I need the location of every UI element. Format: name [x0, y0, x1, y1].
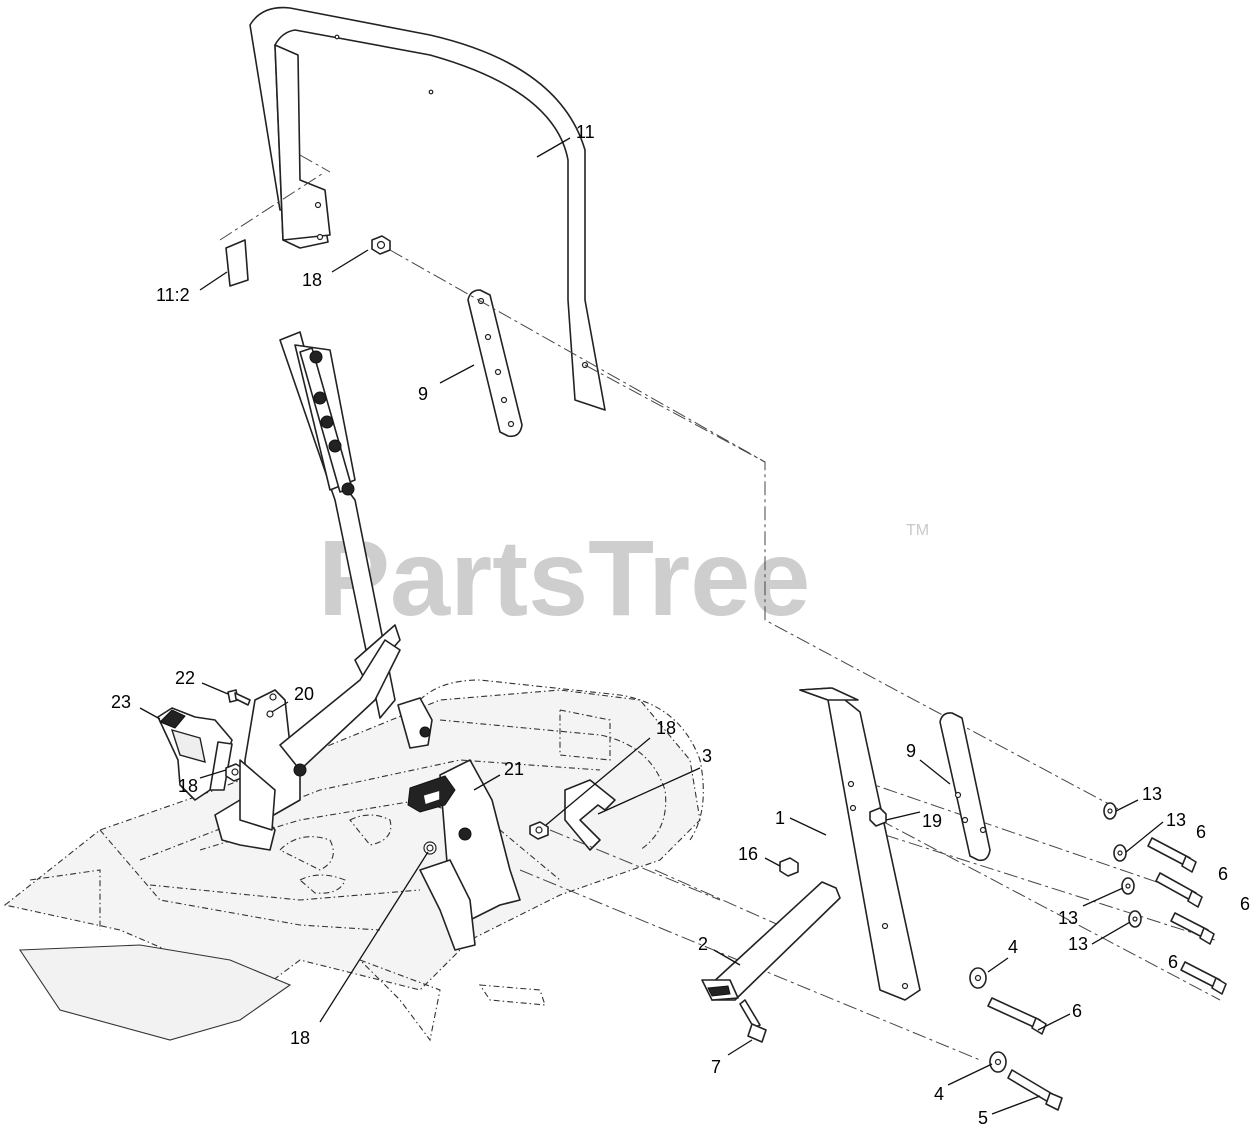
- callout-6-e: 6: [1072, 1001, 1082, 1021]
- callout-6-d: 6: [1168, 952, 1178, 972]
- callout-6-a: 6: [1196, 822, 1206, 842]
- watermark-tm: TM: [906, 522, 929, 539]
- callout-20: 20: [294, 684, 314, 704]
- callout-9-left: 9: [418, 384, 428, 404]
- nut-part-18-mid: [529, 821, 549, 840]
- bolt-stack: [309, 350, 355, 496]
- plate-part-9-right: [939, 712, 991, 862]
- callout-4-b: 4: [934, 1084, 944, 1104]
- callout-6-b: 6: [1218, 864, 1228, 884]
- callout-18-top: 18: [302, 270, 322, 290]
- centerlines: [389, 249, 1221, 1061]
- bracket-part-3: [564, 779, 616, 851]
- callout-3: 3: [702, 746, 712, 766]
- nut-part-18-top: [371, 235, 391, 255]
- bolt-part-7: [739, 999, 767, 1043]
- watermark-brand: PartsTree: [318, 517, 810, 638]
- callout-1: 1: [775, 808, 785, 828]
- callout-13-a: 13: [1142, 784, 1162, 804]
- callout-18-mid: 18: [656, 718, 676, 738]
- callout-13-b: 13: [1166, 810, 1186, 830]
- callout-11: 11: [576, 122, 595, 142]
- callout-2: 2: [698, 934, 708, 954]
- rops-hoop-part-11: [249, 6, 606, 411]
- callouts: 11 11:2 18 9 22 20 23 18 18 3 21 18 1 9 …: [111, 122, 1250, 1128]
- washers-part-4: [969, 967, 1007, 1073]
- callout-22: 22: [175, 668, 195, 688]
- callout-11-2: 11:2: [156, 285, 190, 305]
- leader-lines: [139, 137, 1164, 1115]
- tube-part-2: [701, 881, 841, 1001]
- mower-frame: [3, 679, 704, 1042]
- nut-part-16: [779, 857, 799, 877]
- callout-13-d: 13: [1068, 934, 1088, 954]
- bolt-part-5: [1007, 1069, 1063, 1111]
- mount-left: [214, 759, 276, 851]
- callout-18-bottom: 18: [290, 1028, 310, 1048]
- callout-21: 21: [504, 759, 524, 779]
- callout-13-c: 13: [1058, 908, 1078, 928]
- bracket-part-21: [407, 759, 521, 951]
- bolts-part-6: [987, 837, 1227, 1035]
- callout-18-left: 18: [178, 776, 198, 796]
- switch-part-23: [157, 707, 233, 801]
- nut-part-19: [869, 807, 887, 827]
- callout-16: 16: [738, 844, 758, 864]
- washers-part-13: [1103, 802, 1142, 928]
- plate-part-9-left: [467, 289, 523, 438]
- callout-9-right: 9: [906, 741, 916, 761]
- tube-part-1: [799, 687, 921, 1001]
- callout-5: 5: [978, 1108, 988, 1128]
- callout-19: 19: [922, 811, 942, 831]
- decal-part-11-2: [219, 154, 331, 287]
- callout-7: 7: [711, 1057, 721, 1077]
- callout-23: 23: [111, 692, 131, 712]
- upright-left: [279, 331, 433, 749]
- callout-4-a: 4: [1008, 937, 1018, 957]
- callout-6-c: 6: [1240, 894, 1250, 914]
- bolt-part-22: [227, 689, 251, 706]
